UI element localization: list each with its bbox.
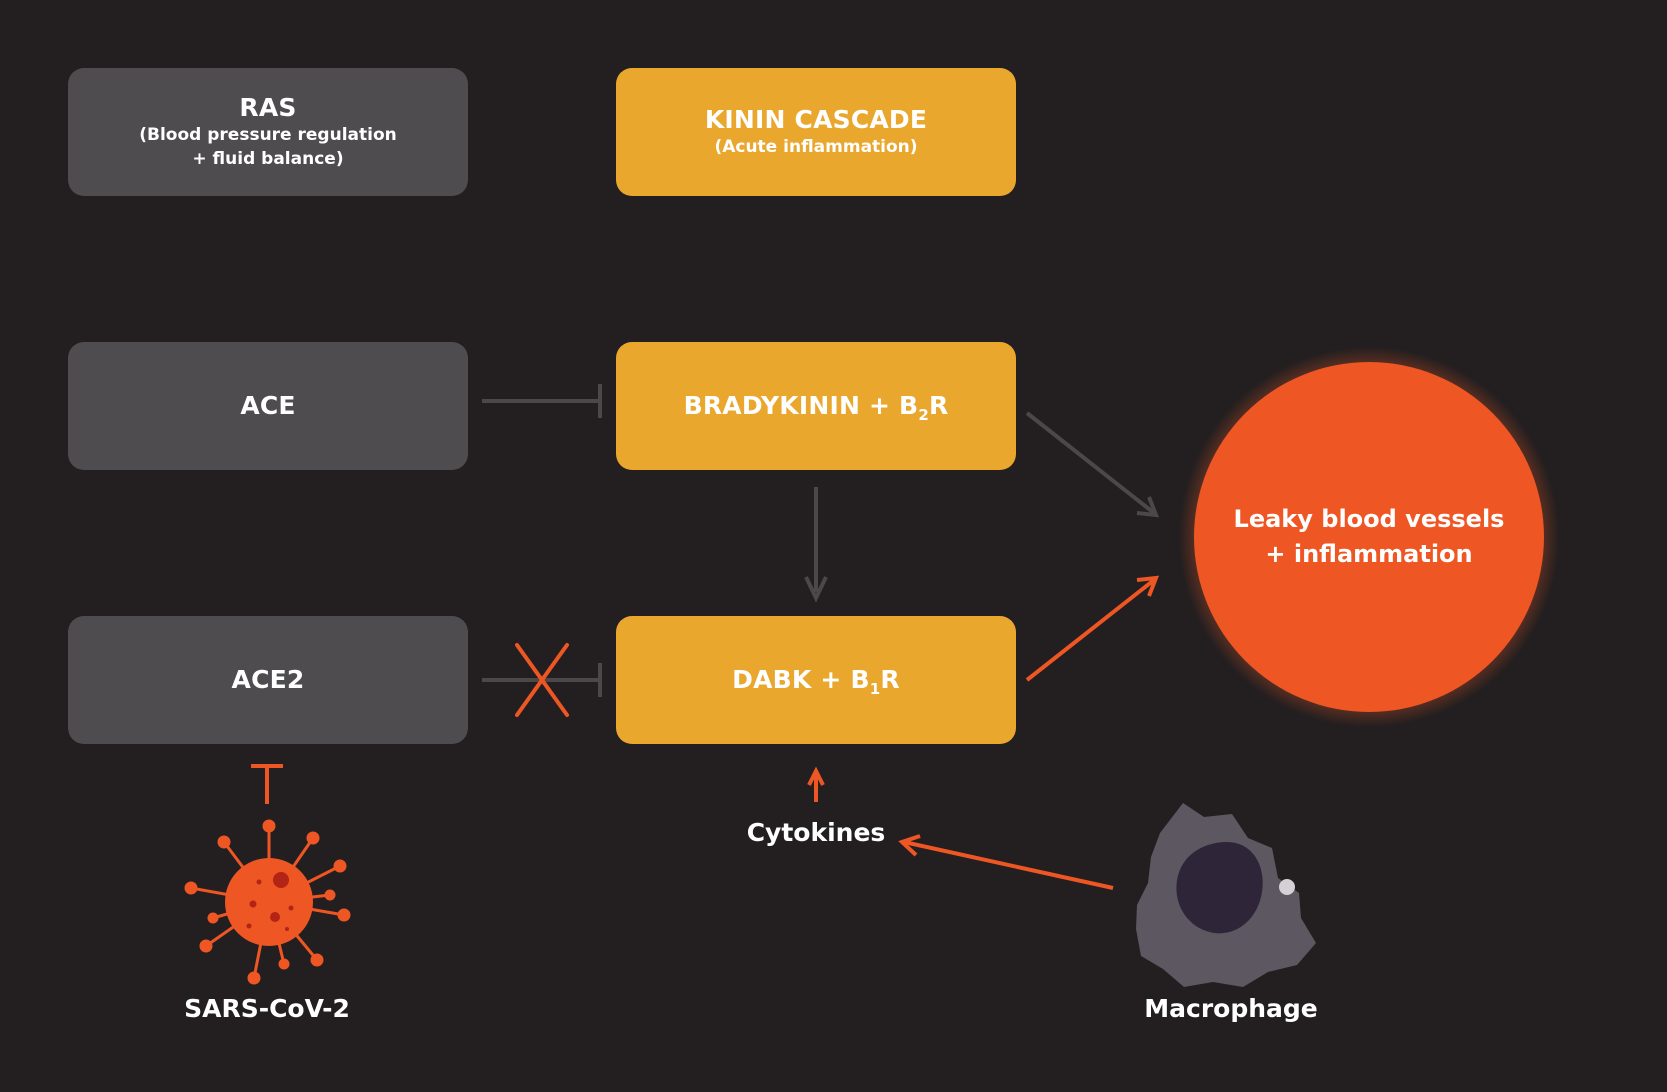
bradykinin-to-outcome-arrow [1025,411,1160,518]
macrophage-to-cytokines-arrow [898,834,1114,890]
dabk-title-main: DABK + B [732,665,870,694]
bradykinin-box: BRADYKININ + B2R [616,342,1016,470]
kinin-cascade-subtitle: (Acute inflammation) [714,137,918,157]
outcome-circle [1179,347,1559,727]
virus-label: SARS-CoV-2 [184,994,350,1023]
bradykinin-to-dabk-arrow [804,487,828,603]
dabk-to-outcome-arrow [1025,575,1160,682]
x-mark-icon [515,643,569,717]
outcome-text: Leaky blood vessels + inflammation [1233,505,1505,568]
ras-subtitle-line2: + fluid balance) [192,149,344,169]
ace2-box: ACE2 [68,616,468,744]
ace-title: ACE [240,391,296,420]
macrophage-label: Macrophage [1144,994,1318,1023]
bradykinin-subscript: 2 [918,406,929,424]
kinin-cascade-box: KININ CASCADE (Acute inflammation) [616,68,1016,196]
ace-box: ACE [68,342,468,470]
coronavirus-icon [184,819,351,985]
bradykinin-title-suffix: R [928,391,949,420]
dabk-subscript: 1 [869,680,881,698]
ace-inhibits-bradykinin-connector [482,384,602,418]
kinin-cascade-title: KININ CASCADE [704,105,928,134]
dabk-title-suffix: R [880,665,900,694]
bradykinin-title: BRADYKININ + B2R [683,391,949,424]
bradykinin-title-main: BRADYKININ + B [683,391,919,420]
macrophage-cell-icon [1136,803,1316,987]
dabk-title: DABK + B1R [732,665,900,698]
ras-subtitle-line1: (Blood pressure regulation [139,125,397,145]
cytokines-to-dabk-arrow [807,766,825,802]
ace2-title: ACE2 [231,665,305,694]
cytokines-label: Cytokines [746,818,886,847]
ras-box: RAS (Blood pressure regulation + fluid b… [68,68,468,196]
ras-title: RAS [239,93,297,122]
virus-inhibits-ace2-connector [251,764,283,804]
dabk-box: DABK + B1R [616,616,1016,744]
